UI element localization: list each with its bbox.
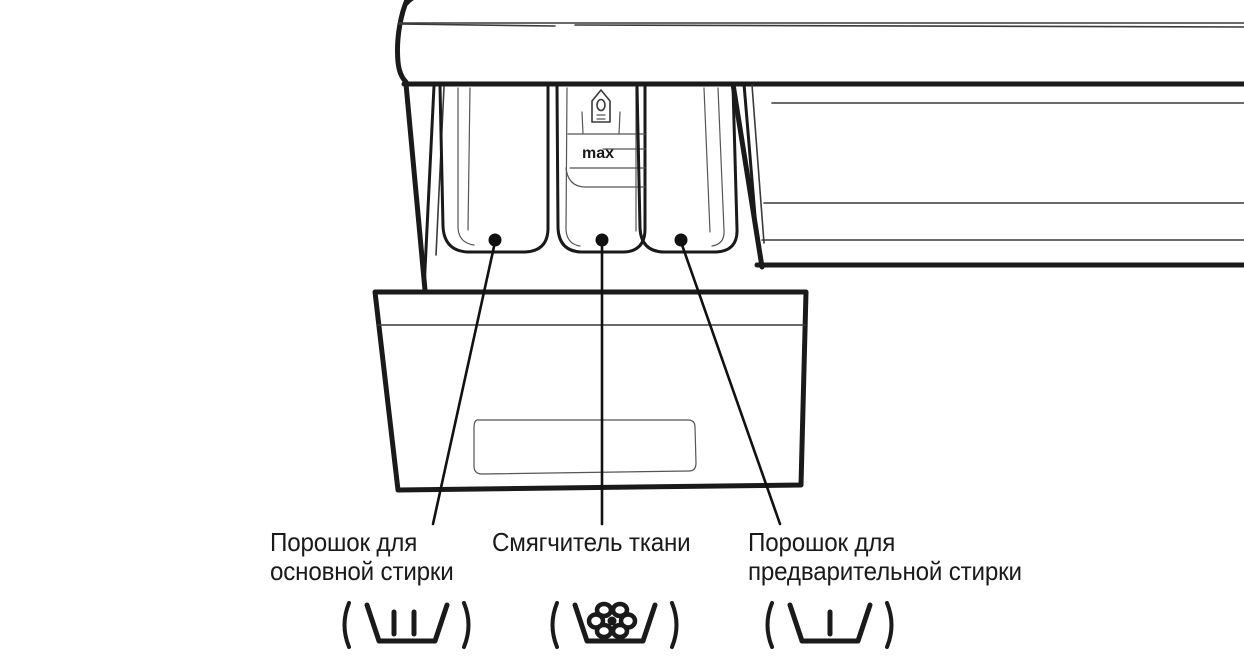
opening-left-edge-outer [403, 81, 428, 293]
siphon-cap-icon [591, 89, 611, 123]
machine-body-group [395, 0, 1244, 87]
machine-left-opening-group [403, 81, 445, 293]
compartment-main-wash[interactable] [438, 84, 550, 254]
leader-lines-group [431, 233, 782, 526]
flower-icon [586, 601, 638, 640]
caption-fabric-softener-line1: Смягчитель ткани [492, 527, 691, 557]
caption-main-wash-line1: Порошок для [270, 527, 418, 557]
machine-panel-seam-left [397, 23, 556, 27]
anchor-dot-fabric-softener [595, 233, 609, 247]
opening-left-edge-hair [435, 86, 445, 256]
leader-line-pre-wash [679, 240, 782, 526]
anchor-dot-main-wash [488, 233, 502, 247]
compartment-main-wash-inner-wall-2 [467, 87, 471, 231]
caption-main-wash-line2: основной стирки [270, 556, 454, 586]
caption-fabric-softener: Смягчитель ткани [492, 527, 691, 557]
compartment-main-wash-outline [438, 84, 550, 254]
compartment-fabric-softener-inner-wall [565, 87, 581, 247]
machine-left-edge [395, 0, 410, 85]
wash-basin-flower-symbol [550, 601, 679, 649]
max-fill-label: max [582, 145, 614, 162]
leader-line-main-wash [431, 240, 497, 526]
compartment-pre-wash-inner-wall [711, 87, 725, 247]
compartment-fabric-softener[interactable]: max [555, 84, 647, 254]
caption-pre-wash-line2: предварительной стирки [748, 556, 1022, 586]
wash-basin-two-bars-symbol [342, 601, 471, 649]
siphon-tower-right-wall [618, 111, 621, 135]
drawer-handle-recess [473, 419, 697, 475]
compartment-main-wash-inner-wall [457, 87, 475, 246]
caption-pre-wash-line1: Порошок для [748, 527, 896, 557]
opening-left-edge-inner [422, 84, 436, 292]
anchor-dot-pre-wash [674, 233, 688, 247]
opening-right-edge-inner [742, 82, 759, 242]
max-chamber-floor [565, 167, 646, 188]
machine-right-panel-group [730, 81, 1244, 270]
drawer-compartments-group: max [438, 84, 739, 254]
compartment-pre-wash-outline [635, 84, 739, 254]
opening-right-edge-hair [751, 84, 765, 244]
siphon-tower-left-wall [581, 111, 584, 135]
machine-top-rim [405, 0, 414, 6]
compartment-pre-wash-inner-wall-2 [703, 87, 711, 233]
drawer-front-panel-group[interactable] [372, 289, 809, 493]
wash-basin-one-bar-symbol [765, 601, 894, 649]
machine-panel-seam-right [574, 24, 1244, 28]
drawer-front-outline [372, 289, 809, 493]
compartment-pre-wash[interactable] [635, 84, 739, 254]
